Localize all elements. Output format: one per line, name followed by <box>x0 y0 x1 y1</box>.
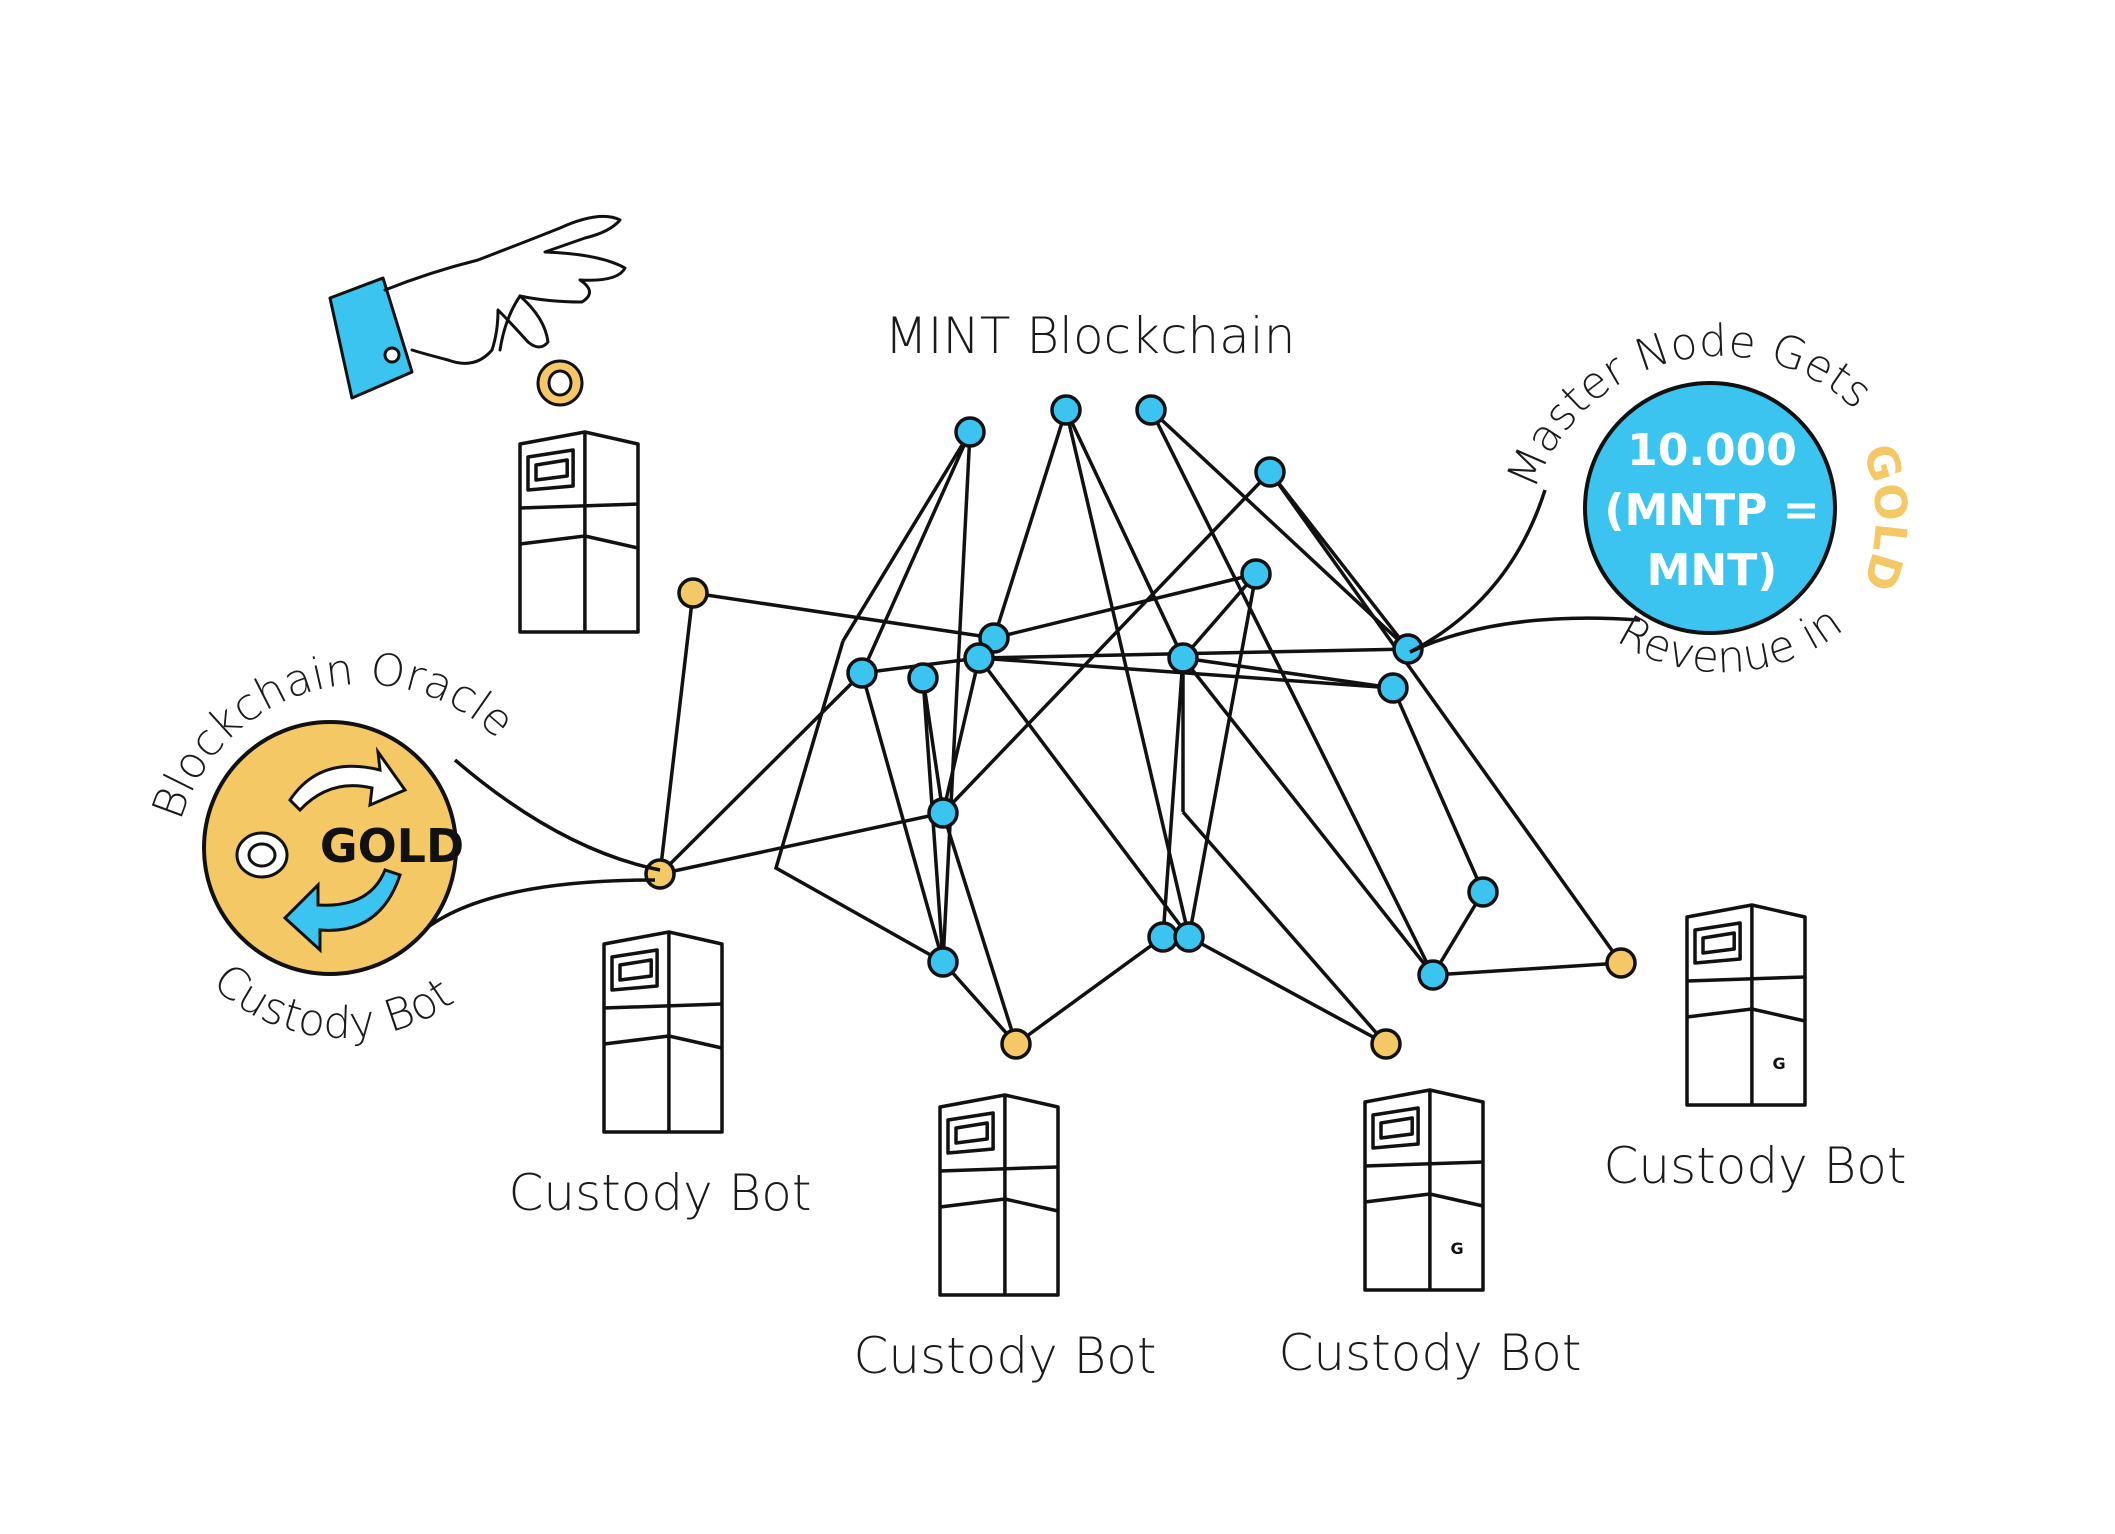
network-edge <box>1181 572 1258 660</box>
network-edge <box>1431 891 1485 976</box>
blockchain-node <box>1417 959 1449 991</box>
master-gold-word: GOLD <box>1853 438 1917 596</box>
gold-coin-icon <box>235 831 289 879</box>
server-logo: G <box>1772 1054 1785 1073</box>
svg-text:GOLD: GOLD <box>1853 438 1917 596</box>
master-node: 10.000 (MNTP = MNT) Master Node Gets Rev… <box>1409 316 1917 684</box>
network-edge <box>941 470 1272 815</box>
custody-bot-label-4: Custody Bot <box>1603 1137 1906 1195</box>
cycle-arrow-bottom-icon <box>282 868 402 954</box>
server-custody-4: G <box>1685 903 1807 1107</box>
gold-node <box>677 577 709 609</box>
network-edge <box>860 672 945 963</box>
network-edge <box>658 592 695 875</box>
network-edge <box>841 431 972 642</box>
server-custody-3: G <box>1363 1088 1485 1292</box>
master-value-line3: MNT) <box>1647 545 1778 596</box>
network-edge <box>1432 961 1622 977</box>
master-value-line1: 10.000 <box>1627 425 1797 476</box>
network-edge <box>977 656 1191 939</box>
master-value-line2: (MNTP = <box>1604 485 1819 536</box>
custody-bot-label-2: Custody Bot <box>853 1327 1156 1385</box>
server-top-left <box>518 430 640 634</box>
network-edges <box>658 408 1623 1046</box>
network-nodes <box>644 394 1637 1060</box>
server-custody-2 <box>938 1093 1060 1297</box>
blockchain-oracle: GOLD Blockchain Oracle Custody Bot <box>143 644 661 1049</box>
blockchain-node <box>963 642 995 674</box>
blockchain-node <box>927 946 959 978</box>
cycle-arrow-top-icon <box>288 746 408 813</box>
server-logo: G <box>1450 1239 1463 1258</box>
network-edge <box>1188 935 1387 1046</box>
network-edge <box>1014 935 1165 1046</box>
blockchain-node <box>1135 394 1167 426</box>
blockchain-node <box>1467 876 1499 908</box>
network-edge <box>692 591 995 640</box>
network-edge <box>941 960 1018 1046</box>
network-edge <box>1182 656 1394 690</box>
network-edge <box>1181 810 1388 1046</box>
network-edge <box>1161 657 1185 938</box>
network-edge <box>941 657 981 814</box>
blockchain-node <box>1173 921 1205 953</box>
network-edge <box>659 811 944 876</box>
blockchain-node <box>1147 921 1179 953</box>
network-edge <box>1181 656 1435 977</box>
network-edge <box>1187 573 1258 938</box>
network-edge <box>1149 408 1410 651</box>
blockchain-node <box>1392 633 1424 665</box>
custody-bot-label-1: Custody Bot <box>508 1164 811 1222</box>
network-edge <box>658 671 864 876</box>
server-custody-1 <box>602 930 724 1134</box>
network-edge <box>860 431 972 674</box>
blockchain-node <box>907 662 939 694</box>
network-edge <box>1149 409 1435 976</box>
blockchain-node <box>927 797 959 829</box>
blockchain-node <box>846 657 878 689</box>
network-edge <box>941 431 972 963</box>
blockchain-node <box>1050 394 1082 426</box>
blockchain-node <box>1167 642 1199 674</box>
network-edge <box>993 572 1257 640</box>
network-edge <box>941 812 1018 1045</box>
network-edge <box>992 409 1068 639</box>
hand-coin-illustration <box>328 214 627 407</box>
network-edge <box>773 640 944 964</box>
diagram-title: MINT Blockchain <box>885 307 1296 365</box>
gold-node <box>1000 1028 1032 1060</box>
network-edge <box>1064 409 1185 812</box>
oracle-badge-text: GOLD <box>320 819 464 873</box>
gold-node <box>1370 1028 1402 1060</box>
blockchain-node <box>1240 558 1272 590</box>
network-edge <box>1391 687 1485 893</box>
master-node-circle <box>1583 381 1837 635</box>
blockchain-node <box>1377 672 1409 704</box>
sleeve-cuff-icon <box>328 276 414 400</box>
gold-node <box>644 858 676 890</box>
gold-node <box>1605 947 1637 979</box>
blockchain-node <box>1254 456 1286 488</box>
network-edge <box>1268 470 1623 965</box>
custody-bot-label-3: Custody Bot <box>1278 1324 1581 1382</box>
blockchain-node <box>954 416 986 448</box>
